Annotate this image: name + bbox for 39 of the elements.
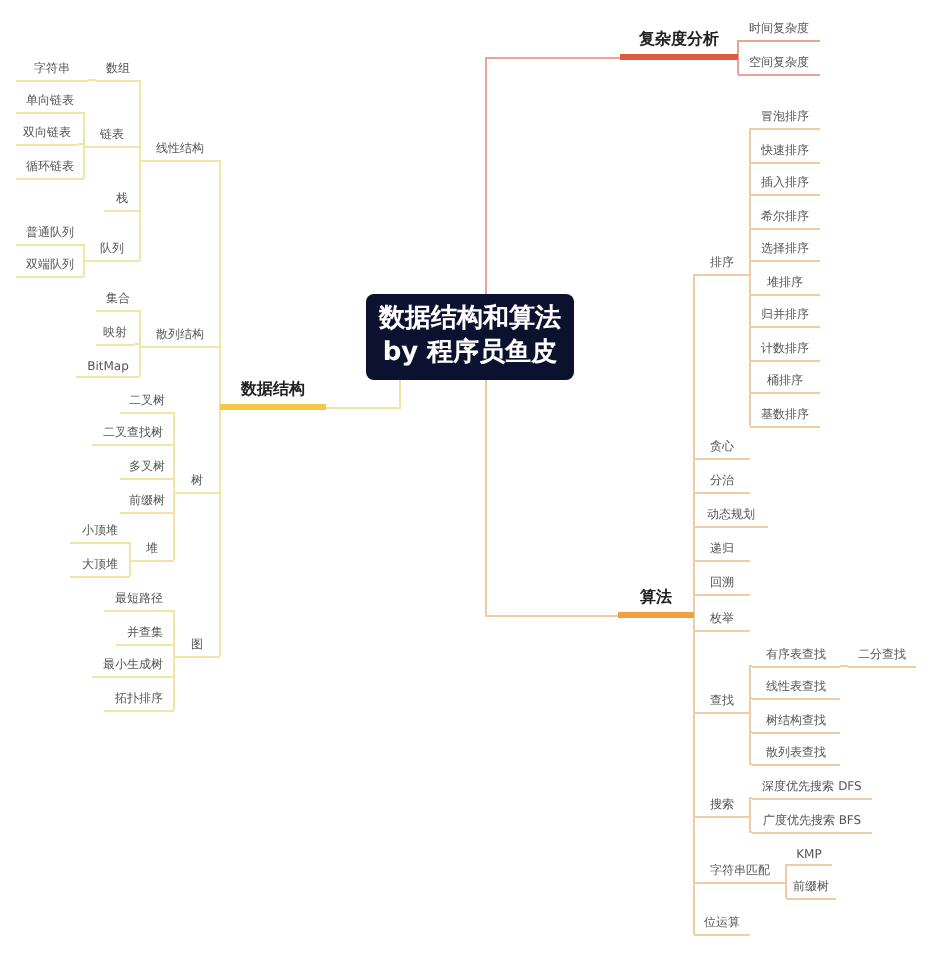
connector-line: [749, 797, 753, 817]
connector-line: [219, 407, 221, 657]
connector-line: [173, 655, 175, 711]
connector-line: [693, 615, 695, 935]
connector-line: [139, 345, 141, 377]
connector-line: [325, 379, 401, 409]
connector-line: [139, 145, 141, 161]
connector-line: [737, 39, 739, 59]
connector-line: [737, 57, 739, 75]
connector-line: [87, 79, 97, 81]
connector-line: [749, 815, 753, 833]
connector-line: [77, 143, 85, 147]
connector-line: [139, 309, 141, 347]
connector-line: [785, 881, 787, 899]
connector-line: [83, 145, 85, 179]
connector-line: [485, 57, 621, 295]
connector-line: [83, 259, 85, 277]
connector-line: [693, 593, 695, 617]
connector-line: [749, 711, 753, 765]
connector-line: [749, 697, 753, 713]
connector-line: [129, 559, 131, 577]
connector-line: [133, 343, 141, 347]
branch-topic: 算法: [618, 586, 694, 618]
connector-line: [219, 345, 221, 409]
connector-line: [129, 541, 131, 561]
connector-line: [749, 273, 751, 427]
connector-line: [139, 159, 141, 261]
connector-line: [83, 243, 85, 261]
connector-line: [749, 259, 751, 275]
connector-line: [173, 491, 175, 561]
branch-topic: 数据结构: [220, 378, 326, 410]
connector-line: [485, 379, 619, 617]
connector-line: [83, 111, 85, 147]
central-topic-box: 数据结构和算法 by 程序员鱼皮: [366, 294, 574, 380]
branch-topic: 复杂度分析: [620, 28, 738, 60]
connector-line: [785, 863, 787, 883]
connector-line: [173, 477, 175, 493]
connector-line: [839, 665, 849, 667]
connector-line: [173, 643, 175, 657]
